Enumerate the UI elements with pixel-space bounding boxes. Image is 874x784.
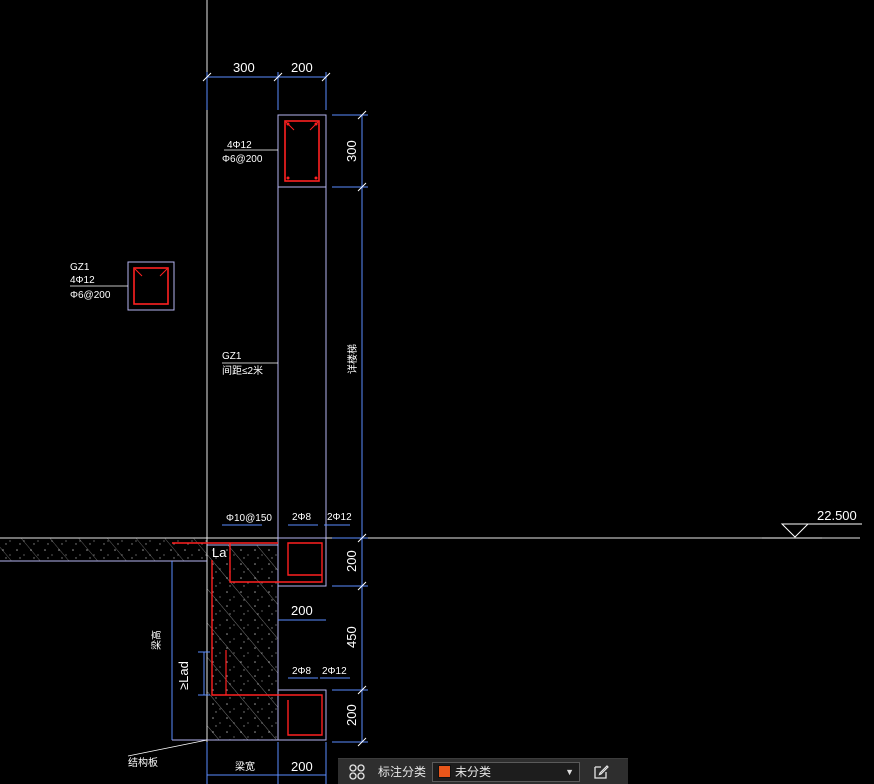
dim-beam-bottom: 200 [344,704,359,726]
dimension-labels: 300 200 300 详楼梯 200 200 450 200 200 梁宽 ≥… [176,60,359,774]
category-label: 标注分类 [378,765,427,779]
top-beam-bars-right: 2Φ12 [327,512,352,523]
elevation-marker: 22.500 [762,508,862,539]
anchor-note: 梁高 [150,630,163,650]
gz-head-stirrup: Φ6@200 [222,154,263,165]
dim-beam-gap: 450 [344,626,359,648]
elevation-value: 22.500 [817,508,857,523]
gz1-detail-bars: 4Φ12 [70,275,95,286]
category-value: 未分类 [455,765,492,779]
slab-bars: Φ10@150 [226,513,272,524]
dimension-ticks [202,72,367,747]
gz1-detail-stirrup: Φ6@200 [70,290,111,301]
beam-section [207,544,279,741]
gz1-wall-spacing: 间距≤2米 [222,364,263,377]
dimension-lines [171,72,368,784]
floor-slab [0,538,207,741]
chevron-down-icon: ▼ [565,766,575,777]
category-color-swatch [438,765,452,778]
dim-beam-top: 200 [344,550,359,572]
bottom-beam-bars-right: 2Φ12 [322,666,347,677]
dim-top-left: 300 [233,60,255,75]
dim-bottom-width: 200 [291,759,313,774]
annotation-labels: 4Φ12 Φ6@200 GZ1 4Φ12 Φ6@200 GZ1 间距≤2米 Φ1… [70,140,352,769]
edit-icon[interactable] [590,761,612,783]
top-beam-bars-left: 2Φ8 [292,512,312,523]
grid-icon[interactable] [346,761,368,783]
gz1-wall-name: GZ1 [222,351,242,362]
lap-mark: La [212,545,227,560]
leader-lines [127,149,278,757]
gz1-detail-name: GZ1 [70,262,90,273]
rebar-lines [133,120,323,736]
dim-top-right: 200 [291,60,313,75]
dim-beam-width-mid: 200 [291,603,313,618]
wall-column [277,114,327,741]
bottom-beam-bars-left: 2Φ8 [292,666,312,677]
dim-slab-width: 梁宽 [235,760,255,773]
gz-head-bars: 4Φ12 [227,140,252,151]
dim-head-height: 300 [344,140,359,162]
embed-note: 结构板 [128,756,158,769]
category-select[interactable]: 未分类 ▼ [432,761,581,782]
dim-anchorage: ≥Lad [176,661,191,690]
gz1-detail [70,261,175,311]
annotation-toolbar: 标注分类 未分类 ▼ [338,758,628,784]
dim-wall-span: 详楼梯 [346,344,359,374]
